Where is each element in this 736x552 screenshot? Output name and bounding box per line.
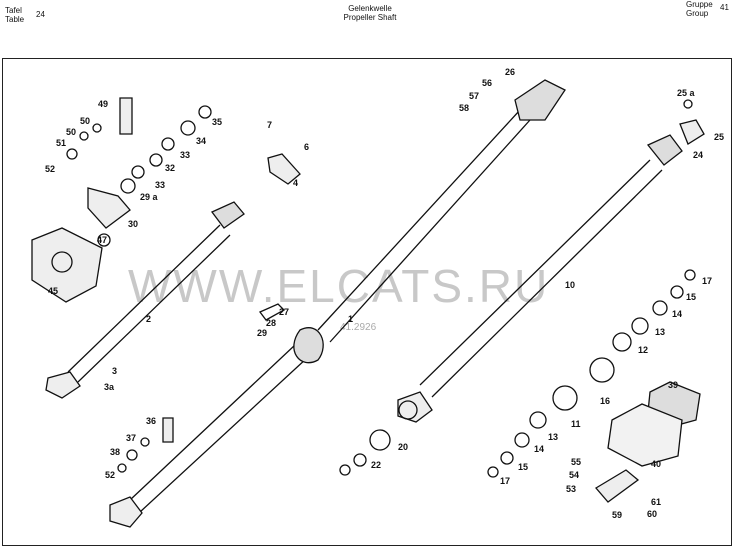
- part-label: 37: [126, 433, 136, 443]
- part-label: 61: [651, 497, 661, 507]
- part-label: 50: [66, 127, 76, 137]
- part-label: 15: [686, 292, 696, 302]
- table-label: Tafel Table: [5, 6, 25, 24]
- part-label: 11: [571, 419, 581, 429]
- part-label: 40: [651, 459, 661, 469]
- part-label: 7: [267, 120, 272, 130]
- part-label: 24: [693, 150, 703, 160]
- part-label: 6: [304, 142, 309, 152]
- part-label: 13: [548, 432, 558, 442]
- part-label: 33: [180, 150, 190, 160]
- part-label: 53: [566, 484, 576, 494]
- part-label: 52: [45, 164, 55, 174]
- part-label: 14: [534, 444, 544, 454]
- part-label: 26: [505, 67, 515, 77]
- part-label: 57: [469, 91, 479, 101]
- part-label: 50: [80, 116, 90, 126]
- part-label: 2: [146, 314, 151, 324]
- part-label: 30: [128, 219, 138, 229]
- part-label: 29 a: [140, 192, 159, 202]
- part-label: 17: [500, 476, 510, 486]
- part-labels: 1 2 3 3a 4 6 7 10 11 12 13 13 14 14 15 1…: [45, 67, 724, 520]
- diagram-frame: [2, 58, 732, 546]
- part-label: 13: [655, 327, 665, 337]
- group-number: 41: [720, 3, 729, 12]
- part-label: 52: [105, 470, 115, 480]
- part-label: 3a: [104, 382, 115, 392]
- part-label: 59: [612, 510, 622, 520]
- drawing-lines: [31, 79, 705, 528]
- watermark-text: WWW.ELCATS.RU: [128, 260, 549, 312]
- part-label: 12: [638, 345, 648, 355]
- part-label: 1: [348, 314, 353, 324]
- part-label: 10: [565, 280, 575, 290]
- part-label: 58: [459, 103, 469, 113]
- part-label: 36: [146, 416, 156, 426]
- part-label: 35: [212, 117, 222, 127]
- part-label: 29: [257, 328, 267, 338]
- part-label: 17: [702, 276, 712, 286]
- part-label: 55: [571, 457, 581, 467]
- part-label: 16: [600, 396, 610, 406]
- part-label: 38: [110, 447, 120, 457]
- part-label: 25: [714, 132, 724, 142]
- part-label: 15: [518, 462, 528, 472]
- part-label: 45: [48, 286, 58, 296]
- part-label: 14: [672, 309, 682, 319]
- part-label: 25 a: [677, 88, 696, 98]
- part-label: 51: [56, 138, 66, 148]
- part-label: 49: [98, 99, 108, 109]
- page-title: Gelenkwelle Propeller Shaft: [343, 4, 397, 22]
- part-label: 3: [112, 366, 117, 376]
- part-label: 54: [569, 470, 579, 480]
- part-label: 20: [398, 442, 408, 452]
- part-label: 47: [97, 235, 107, 245]
- part-label: 28: [266, 318, 276, 328]
- watermark-code: 41.2926: [340, 322, 377, 333]
- part-label: 22: [371, 460, 381, 470]
- part-label: 34: [196, 136, 206, 146]
- part-label: 39: [668, 380, 678, 390]
- part-label: 56: [482, 78, 492, 88]
- part-label: 4: [293, 178, 298, 188]
- part-label: 27: [279, 307, 289, 317]
- table-number: 24: [36, 10, 45, 19]
- part-label: 33: [155, 180, 165, 190]
- part-label: 60: [647, 509, 657, 519]
- group-label: Gruppe Group: [686, 0, 713, 18]
- part-label: 32: [165, 163, 175, 173]
